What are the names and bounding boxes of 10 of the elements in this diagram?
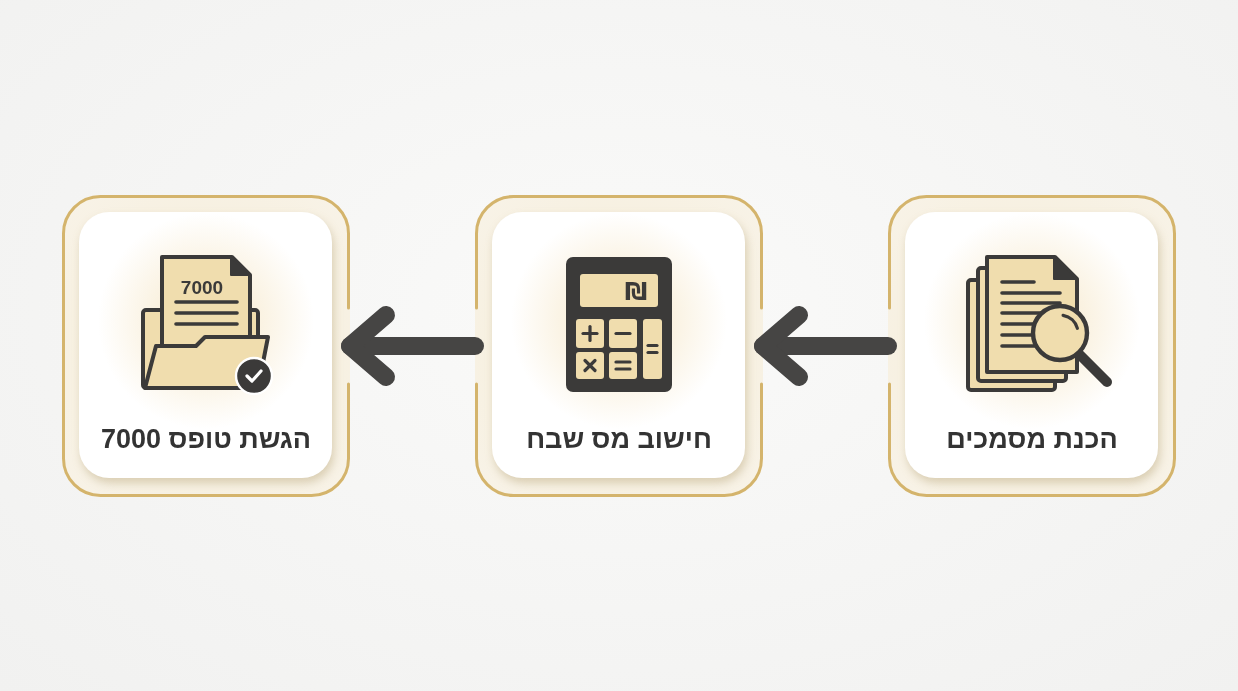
step-box xyxy=(62,195,350,497)
step-title: הכנת מסמכים xyxy=(946,423,1118,456)
document-number: 7000 xyxy=(180,277,224,297)
currency-sign: ₪ xyxy=(624,278,648,304)
step-box xyxy=(888,195,1176,497)
arrow xyxy=(341,306,484,386)
step-title: הגשת טופס 7000 xyxy=(101,423,311,456)
step-box xyxy=(475,195,763,497)
step-title: חישוב מס שבח xyxy=(526,423,712,456)
arrow xyxy=(754,306,897,386)
